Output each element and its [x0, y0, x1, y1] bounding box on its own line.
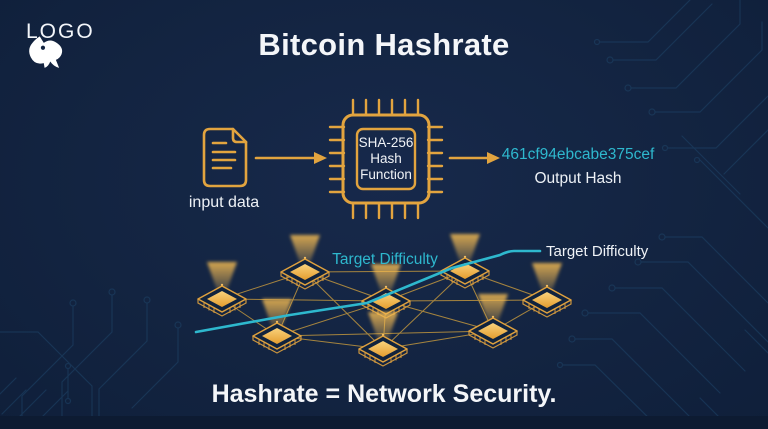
tapir-logo-icon: [29, 36, 63, 68]
logo-text: LOGO: [26, 20, 95, 43]
input-data-label: input data: [188, 194, 260, 211]
output-hash-value: 461cf94ebcabe375cef: [501, 146, 655, 163]
target-difficulty-callout-label: Target Difficulty: [546, 243, 649, 260]
difficulty-trendline: [194, 249, 542, 334]
page-title: Bitcoin Hashrate: [258, 27, 510, 62]
target-difficulty-inline-label: Target Difficulty: [332, 251, 438, 268]
sha256-chip-label: SHA-256 Hash Function: [358, 135, 414, 182]
bottom-band: [0, 416, 768, 429]
arrow-right-icon: [448, 152, 500, 164]
output-hash-label: Output Hash: [534, 170, 622, 187]
headline: Hashrate = Network Security.: [211, 380, 557, 408]
arrow-right-icon: [254, 152, 327, 164]
document-icon: [202, 127, 248, 188]
cpu-chip-icon: [328, 98, 444, 220]
